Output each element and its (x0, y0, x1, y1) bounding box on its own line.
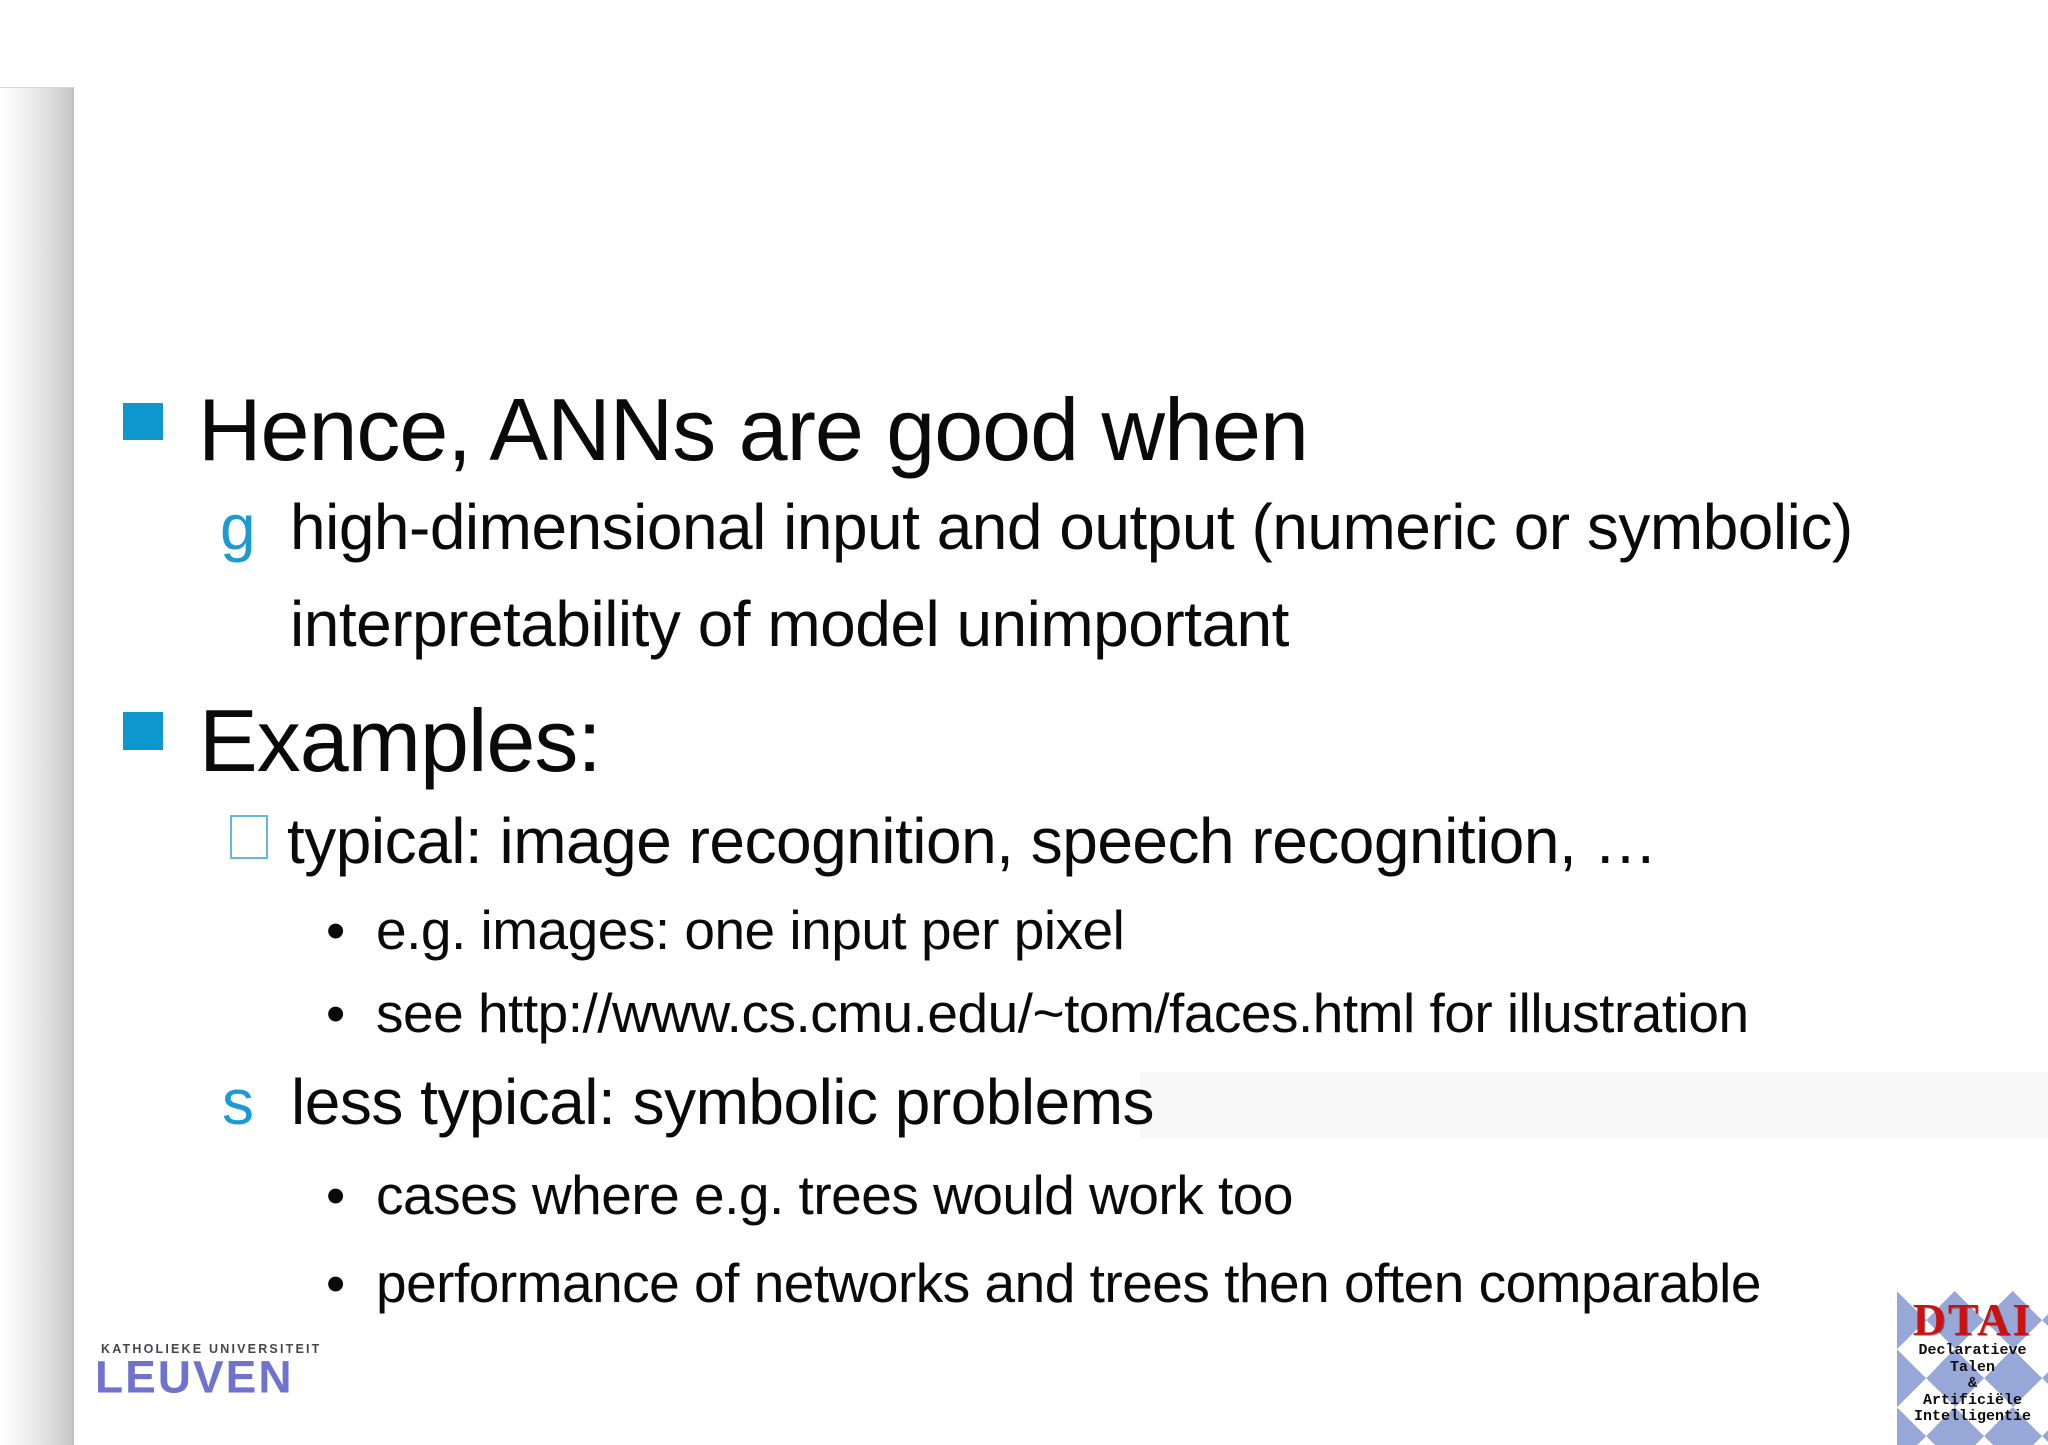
dot-bullet-icon: • (326, 1252, 345, 1314)
line-text: high-dimensional input and output (numer… (290, 491, 1853, 563)
line-text: cases where e.g. trees would work too (376, 1164, 1293, 1226)
line-text: e.g. images: one input per pixel (376, 899, 1125, 961)
faint-background-band (1140, 1072, 2048, 1138)
line-interpretability: interpretability of model unimportant (290, 588, 1289, 660)
line-text: see http://www.cs.cmu.edu/~tom/faces.htm… (376, 982, 1749, 1044)
bullet-line-less-typical: s less typical: symbolic problems (222, 1066, 1155, 1138)
dtai-wordmark: DTAI (1912, 1294, 2033, 1345)
heading-hence: Hence, ANNs are good when (198, 380, 1309, 479)
line-typical: typical: image recognition, speech recog… (287, 805, 1658, 877)
dtai-text-line: Intelligentie (1913, 1408, 2032, 1425)
g-bullet-icon: g (220, 491, 256, 563)
dtai-logo: DTAI Declaratieve Talen & Artificiële In… (1897, 1291, 2048, 1445)
dtai-text-line: Declaratieve (1918, 1342, 2027, 1359)
bullet-line-cases: •cases where e.g. trees would work too (326, 1168, 1293, 1223)
kuleuven-logo: KATHOLIEKE UNIVERSITEIT LEUVEN (95, 1342, 322, 1403)
dtai-text-line: Talen (1949, 1358, 1995, 1376)
bullet-line-url: •see http://www.cs.cmu.edu/~tom/faces.ht… (326, 986, 1749, 1041)
kuleuven-caption: KATHOLIEKE UNIVERSITEIT (101, 1342, 322, 1356)
heading-examples: Examples: (199, 691, 602, 790)
dtai-text-line: Artificiële (1922, 1391, 2023, 1409)
kuleuven-wordmark: LEUVEN (95, 1351, 294, 1403)
left-gradient-bar (0, 87, 74, 1445)
line-text: less typical: symbolic problems (291, 1066, 1155, 1138)
hollow-box-bullet-icon (230, 815, 268, 859)
dot-bullet-icon: • (326, 982, 345, 1044)
square-bullet-icon (123, 403, 163, 440)
dot-bullet-icon: • (326, 1164, 345, 1226)
bullet-line-performance: •performance of networks and trees then … (326, 1256, 1761, 1311)
square-bullet-icon (123, 712, 163, 750)
s-bullet-icon: s (222, 1066, 254, 1138)
line-text: performance of networks and trees then o… (376, 1252, 1761, 1314)
dot-bullet-icon: • (326, 899, 345, 961)
bullet-line-images: • e.g. images: one input per pixel (326, 899, 1125, 961)
dtai-text-line: & (1967, 1375, 1977, 1392)
